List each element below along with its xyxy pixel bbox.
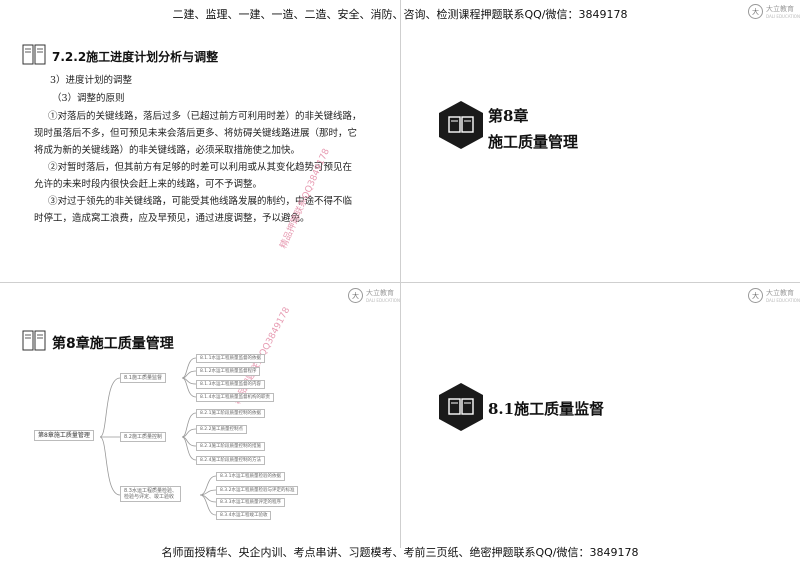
mindmap-leaf: 8.1.1水运工程质量监督的依据 <box>196 354 265 364</box>
mindmap-root: 第8章施工质量管理 <box>34 430 94 442</box>
slide1-line: 将成为新的关键线路）的非关键线路，必须采取措施使之加快。 <box>34 145 301 156</box>
slide1-line: 允许的未来时段内很快会赶上来的线路，可不予调整。 <box>34 179 263 190</box>
slide1-line: （3）调整的原则 <box>52 93 125 104</box>
mindmap-leaf: 8.3.1水运工程质量检验的依据 <box>216 472 285 482</box>
mindmap-leaf: 8.1.3水运工程质量监督的内容 <box>196 380 265 390</box>
logo-name: 大立教育 <box>766 5 794 13</box>
logo-name: 大立教育 <box>366 289 394 297</box>
mindmap-leaf: 8.1.2水运工程质量监督程序 <box>196 367 261 377</box>
slide1-line: ②对暂时落后，但其前方有足够的时差可以利用或从其变化趋势可预见在 <box>48 162 353 173</box>
logo-mark-icon: 大 <box>748 288 763 303</box>
mindmap-leaf: 8.3.3水运工程质量评定的程序 <box>216 498 285 508</box>
slide1-line: 时停工，造成窝工浪费，应及早预见，通过进度调整，予以避免。 <box>34 213 310 224</box>
logo-sub: DALI EDUCATION <box>366 298 400 303</box>
bottom-banner: 名师面授精华、央企内训、考点串讲、习题模考、考前三页纸、绝密押题联系QQ/微信：… <box>161 546 639 559</box>
logo-sub: DALI EDUCATION <box>766 14 800 19</box>
slide1-line: ①对落后的关键线路，落后过多（已超过前方可利用时差）的非关键线路， <box>48 111 362 122</box>
mindmap-leaf: 8.1.4水运工程质量监督机构的职责 <box>196 393 274 403</box>
mindmap-leaf: 8.2.1施工阶段质量控制的依据 <box>196 409 265 419</box>
book-outline-icon <box>22 44 46 65</box>
mindmap-branch: 8.1施工质量监督 <box>120 373 166 383</box>
slide-divider-horizontal <box>0 282 800 283</box>
slide3-title: 第8章施工质量管理 <box>52 336 174 352</box>
slide-divider-vertical <box>400 0 401 548</box>
mindmap-leaf: 8.3.4水运工程竣工验收 <box>216 511 272 521</box>
book-outline-icon <box>22 330 46 351</box>
mindmap-leaf: 8.2.3施工阶段质量控制的措施 <box>196 442 265 452</box>
mindmap-branch: 8.3水运工程质量检验、 检验与评定、竣工验收 <box>120 486 181 502</box>
mindmap-leaf: 8.2.2施工质量控制点 <box>196 425 247 435</box>
section-hexagon-book-icon <box>439 383 483 431</box>
logo-mark-icon: 大 <box>748 4 763 19</box>
logo-mark-icon: 大 <box>348 288 363 303</box>
slide1-line: 现时虽落后不多，但可预见未来会落后更多、将妨碍关键线路进展（那时，它 <box>34 128 358 139</box>
logo-name: 大立教育 <box>766 289 794 297</box>
logo-sub: DALI EDUCATION <box>766 298 800 303</box>
slide1-line: ③对过于领先的非关键线路，可能受其他线路发展的制约，中途不得不临 <box>48 196 353 207</box>
slide2-title: 施工质量管理 <box>488 133 579 151</box>
mindmap-branch: 8.2施工质量控制 <box>120 432 166 442</box>
top-banner: 二建、监理、一建、一造、二造、安全、消防、咨询、检测课程押题联系QQ/微信：38… <box>0 6 800 22</box>
mindmap-leaf: 8.2.4施工阶段质量控制的方法 <box>196 456 265 466</box>
slide1-title: 7.2.2施工进度计划分析与调整 <box>52 50 219 64</box>
slide1-line: 3）进度计划的调整 <box>50 75 133 86</box>
mindmap-leaf: 8.3.2水运工程质量检验与评定的标准 <box>216 486 299 496</box>
chapter-hexagon-book-icon <box>439 101 483 149</box>
slide2-chapter: 第8章 <box>488 107 529 125</box>
slide4-title: 8.1施工质量监督 <box>488 400 605 418</box>
